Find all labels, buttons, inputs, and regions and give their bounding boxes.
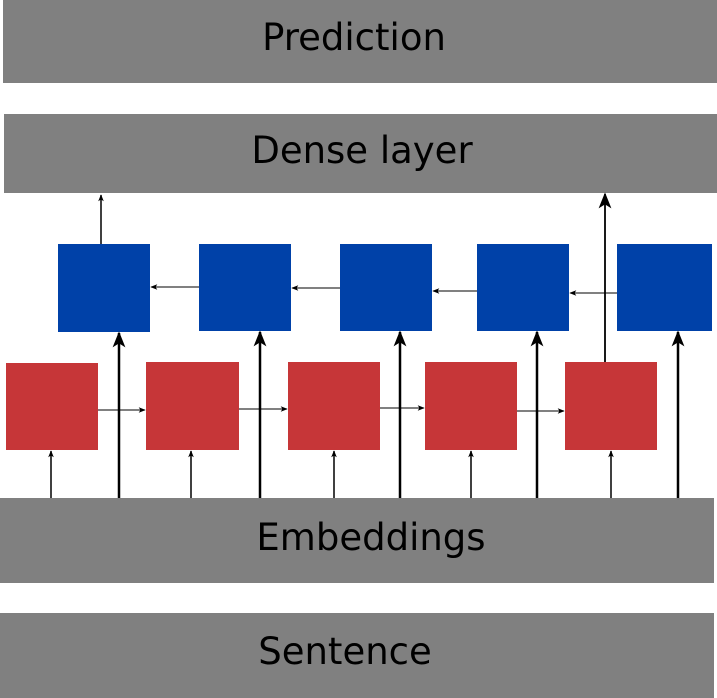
sentence-label: Sentence [258,630,432,673]
forward-lstm-row [6,362,657,450]
backward-cell [340,244,432,331]
backward-cell [617,244,712,331]
prediction-label: Prediction [262,16,446,59]
embedding-to-forward-arrows [48,450,614,498]
backward-cell [58,244,150,332]
sentence-layer: Sentence [0,613,714,698]
embeddings-label: Embeddings [256,516,485,559]
prediction-layer: Prediction [3,0,717,83]
embeddings-layer: Embeddings [0,498,714,583]
forward-cell [146,362,239,450]
dense-bar [4,114,717,193]
forward-cell [6,363,98,450]
backward-lstm-row [58,244,712,332]
dense-label: Dense layer [251,129,473,172]
sentence-bar [0,613,714,698]
output-arrows [98,192,612,362]
backward-cell [477,244,569,331]
backward-recurrent-arrows [150,284,617,296]
forward-recurrent-arrows [98,405,565,414]
dense-layer: Dense layer [4,114,717,193]
forward-cell [565,362,657,450]
embeddings-bar [0,498,714,583]
forward-cell [425,362,517,450]
backward-cell [199,244,291,331]
prediction-bar [3,0,717,83]
forward-cell [288,362,380,450]
embedding-to-backward-arrows [112,330,685,498]
